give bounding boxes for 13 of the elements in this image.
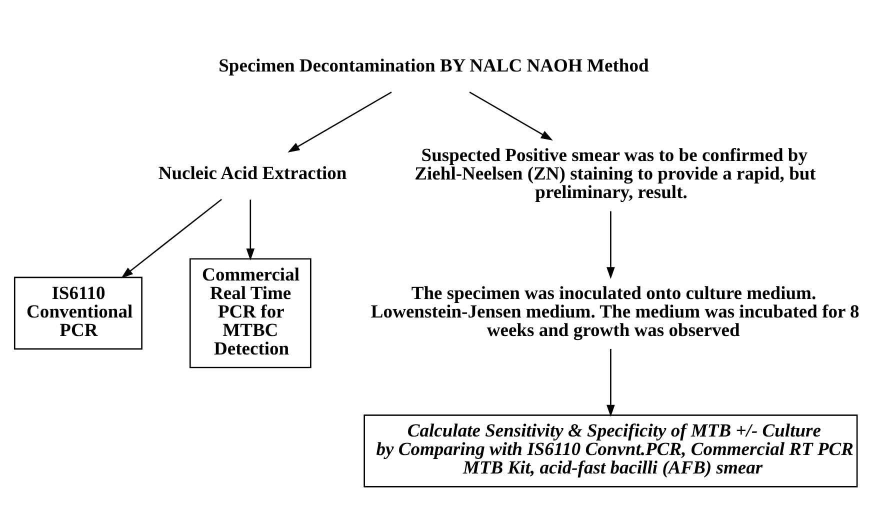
arrow [606,211,614,280]
arrow [606,348,614,417]
node-text: The specimen was inoculated onto culture medium. Lowenstein-Jensen medium. The medium was incubated for 8 weeks and growth was observed [370,282,859,341]
node-box: IS6110 Conventional PCR [13,276,142,350]
node-box: Commercial Real Time PCR for MTBC Detection [188,258,311,368]
node-text: Suspected Positive smear was to be confirmed by Ziehl-Neelsen (ZN) staining to provide a rapid, but preliminary, result. [414,145,816,204]
node-text: Specimen Decontamination BY NALC NAOH Method [218,56,648,77]
arrow [246,200,254,260]
node-box: Calculate Sensitivity & Specificity of MTB +/- Culture by Comparing with IS6110 Convnt.PCR, Commercial RT PCR MTB Kit, acid-fast bacilli (AFB) smear [363,414,858,488]
node-text: Nucleic Acid Extraction [158,163,346,184]
arrow [120,198,222,278]
arrow [287,92,392,152]
arrow [468,92,552,140]
